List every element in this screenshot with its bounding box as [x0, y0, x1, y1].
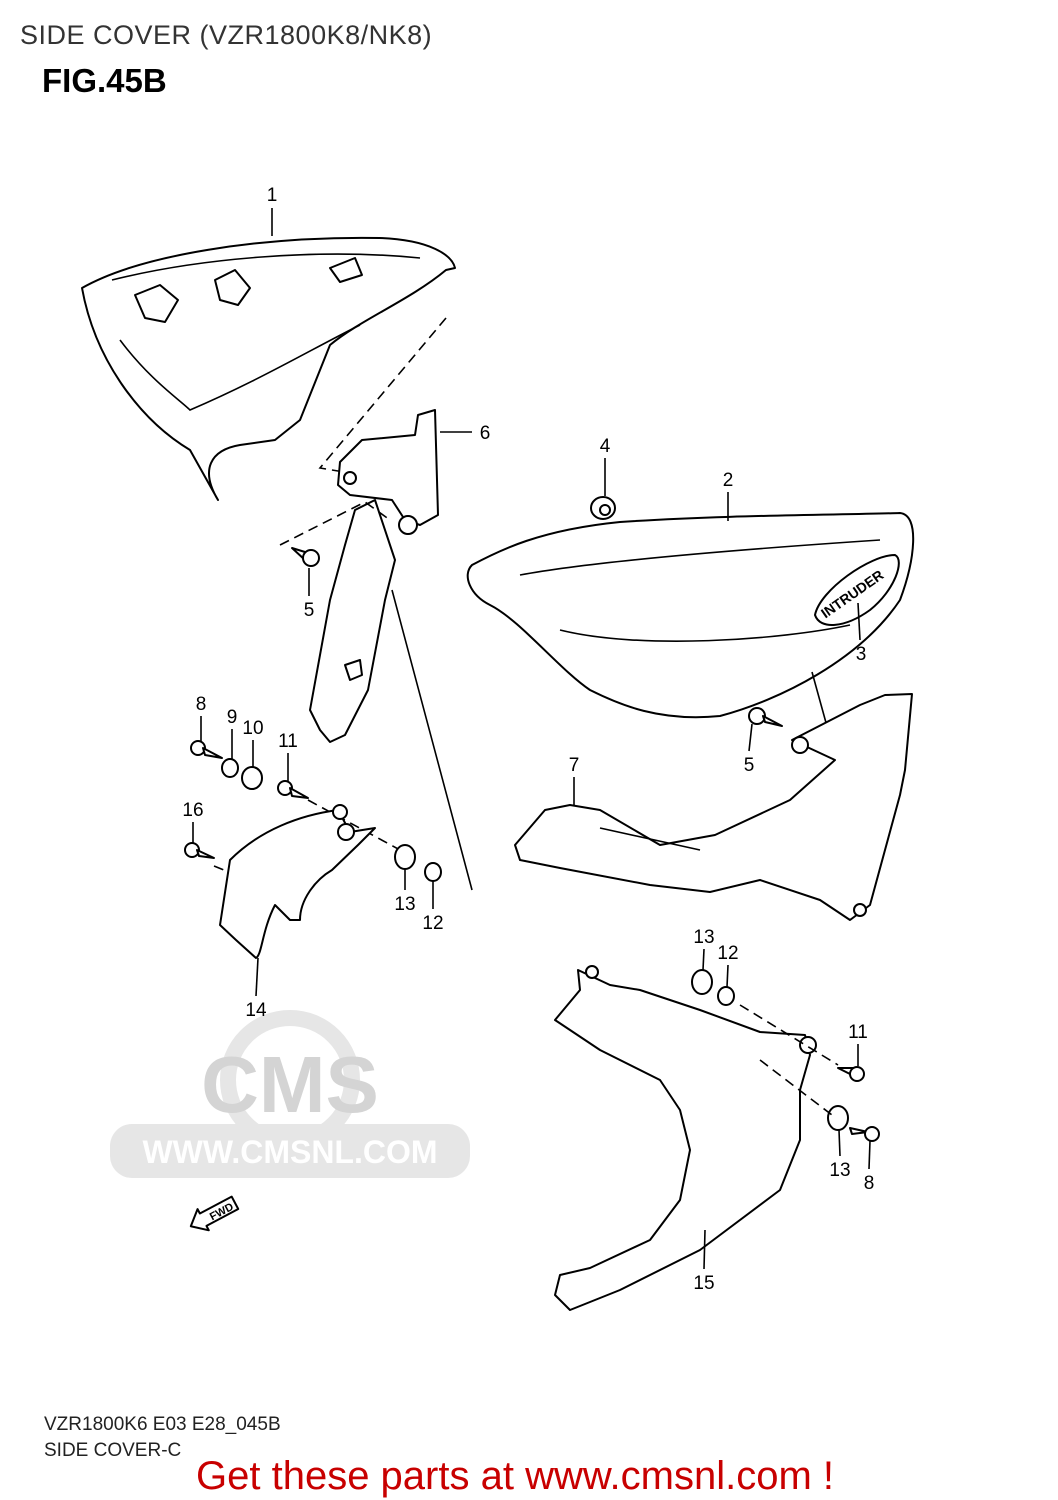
fwd-label: FWD [208, 1201, 236, 1223]
figure-number: FIG.45B [42, 62, 167, 99]
callout-leader [748, 723, 753, 752]
part-5-screw-right[interactable] [748, 707, 783, 727]
section-name: SIDE COVER-C [44, 1440, 182, 1461]
part-16-screw[interactable] [184, 842, 215, 859]
part-side-stay[interactable] [309, 499, 396, 743]
callout-label-8[interactable]: 8 [196, 694, 207, 715]
callout-label-14[interactable]: 14 [245, 1000, 267, 1021]
part-12-collar[interactable] [424, 862, 442, 882]
callout-label-3[interactable]: 3 [856, 644, 867, 665]
callout-label-10[interactable]: 10 [242, 718, 263, 739]
part-14-cover[interactable] [219, 804, 376, 959]
callout-leader [868, 1140, 871, 1170]
part-7-lower-cover[interactable] [514, 693, 913, 921]
part-8-bolt[interactable] [190, 740, 223, 759]
part-13-grommet-lower-2[interactable] [827, 1105, 849, 1131]
part-2-side-cover[interactable]: INTRUDER [466, 512, 915, 719]
callout-label-5[interactable]: 5 [744, 755, 755, 776]
part-10-grommet[interactable] [241, 766, 263, 790]
part-8-bolt-lower[interactable] [849, 1126, 880, 1142]
callout-label-4[interactable]: 4 [600, 436, 611, 457]
callout-label-9[interactable]: 9 [227, 707, 238, 728]
callout-leader [857, 602, 861, 641]
page-title: SIDE COVER (VZR1800K8/NK8) [20, 20, 433, 50]
callout-leader [703, 1229, 706, 1270]
callout-label-5[interactable]: 5 [304, 600, 315, 621]
callout-label-13[interactable]: 13 [394, 894, 415, 915]
callout-label-11[interactable]: 11 [278, 731, 298, 752]
callout-label-16[interactable]: 16 [182, 800, 203, 821]
part-11-bolt-lower[interactable] [837, 1066, 865, 1082]
callout-label-12[interactable]: 12 [717, 943, 738, 964]
part-11-bolt[interactable] [277, 780, 309, 799]
watermark-logo: CMS [201, 1040, 379, 1129]
part-4-grommet[interactable] [590, 496, 616, 520]
part-12-collar-lower[interactable] [717, 986, 735, 1006]
part-13-grommet-lower[interactable] [691, 969, 713, 995]
callout-label-7[interactable]: 7 [569, 755, 580, 776]
callout-label-6[interactable]: 6 [480, 423, 491, 444]
callout-label-12[interactable]: 12 [422, 913, 443, 934]
watermark: CMS WWW.CMSNL.COM [110, 1010, 470, 1178]
promo-link[interactable]: Get these parts at www.cmsnl.com ! [196, 1454, 834, 1498]
callout-leader [838, 1129, 841, 1157]
callout-label-15[interactable]: 15 [693, 1273, 714, 1294]
fwd-arrow-icon: FWD [189, 1195, 240, 1232]
callout-label-11[interactable]: 11 [848, 1022, 868, 1043]
part-9-washer[interactable] [221, 758, 239, 778]
callout-label-13[interactable]: 13 [829, 1160, 850, 1181]
diagram-code: VZR1800K6 E03 E28_045B [44, 1414, 281, 1435]
part-15-frame-cover[interactable] [554, 965, 817, 1311]
callout-label-1[interactable]: 1 [267, 185, 278, 206]
callout-label-8[interactable]: 8 [864, 1173, 875, 1194]
callout-label-2[interactable]: 2 [723, 470, 734, 491]
callout-leader [702, 948, 705, 971]
callout-leader [726, 964, 729, 988]
part-13-grommet[interactable] [394, 844, 416, 870]
part-5-screw[interactable] [291, 547, 320, 567]
part-6-bracket[interactable] [337, 409, 439, 535]
callout-label-13[interactable]: 13 [693, 927, 714, 948]
callout-leader [255, 957, 259, 997]
part-1-seat-tail-cover[interactable] [81, 236, 456, 501]
watermark-url: WWW.CMSNL.COM [142, 1134, 437, 1170]
